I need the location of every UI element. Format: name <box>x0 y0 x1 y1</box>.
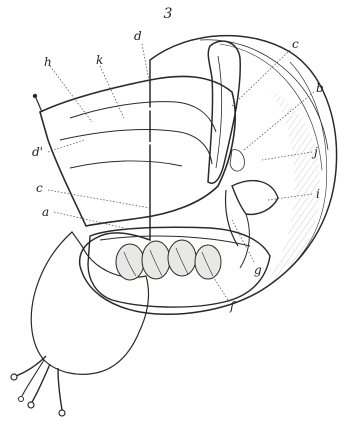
peristome <box>226 150 279 268</box>
label-a: a <box>42 205 49 219</box>
mantle-cavity <box>88 227 270 307</box>
lung-roof <box>40 76 235 226</box>
columella <box>208 41 240 183</box>
label-b: b <box>316 81 324 95</box>
figure-number: 3 <box>164 6 173 22</box>
label-c-top: c <box>292 37 299 51</box>
label-d: d <box>134 29 142 43</box>
label-d-prime: d' <box>32 145 43 159</box>
label-h: h <box>44 55 52 69</box>
label-c-left: c <box>36 181 43 195</box>
label-g: g <box>254 263 262 277</box>
tentacles <box>11 356 65 416</box>
label-f: f <box>229 299 237 313</box>
pin-marker <box>33 94 42 112</box>
label-i: i <box>316 187 320 201</box>
label-k: k <box>96 53 103 67</box>
